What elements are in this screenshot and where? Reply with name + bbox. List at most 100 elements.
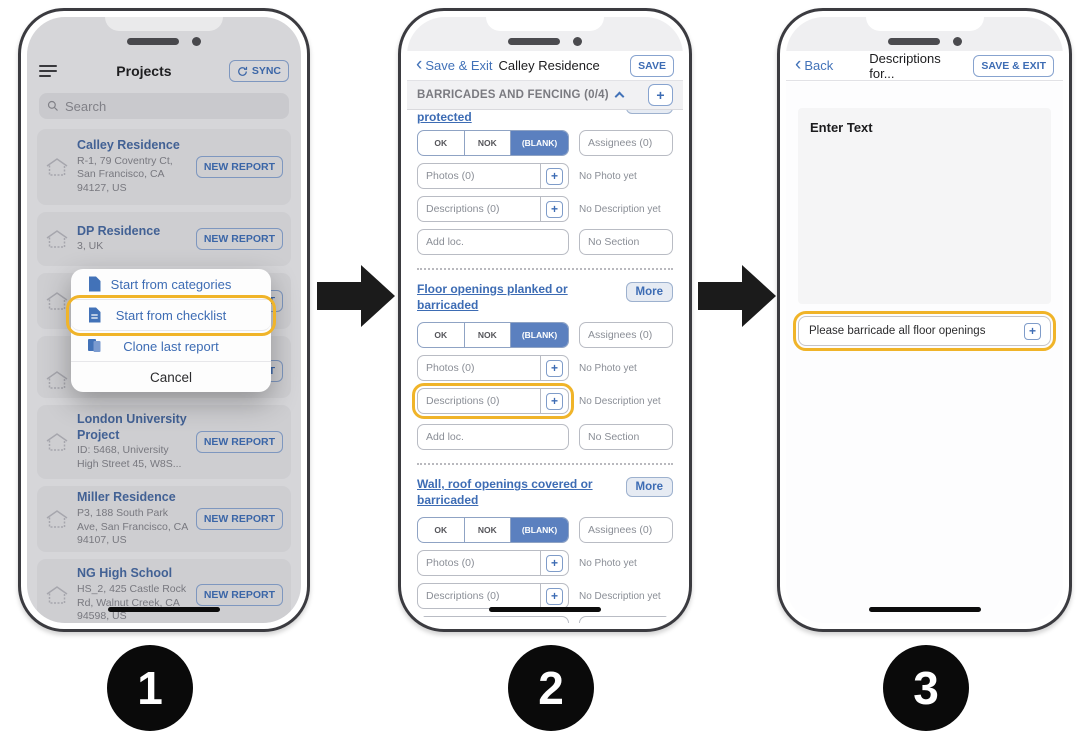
item-link[interactable]: Wall, roof openings covered or barricade… [417, 477, 593, 507]
new-report-button[interactable]: NEW REPORT [195, 156, 283, 178]
sync-button[interactable]: SYNC [228, 60, 289, 82]
section-field[interactable]: No Section [579, 616, 673, 623]
add-description-button[interactable]: + [1024, 322, 1041, 340]
save-and-exit-back-button[interactable]: ‹ Save & Exit [416, 53, 493, 75]
search-input[interactable]: Search [39, 93, 289, 119]
response-ok[interactable]: OK [418, 518, 465, 543]
phone-1-frame: Projects SYNC Search Calley Residence R-… [18, 8, 310, 632]
response-blank[interactable]: (BLANK) [511, 518, 568, 543]
project-card[interactable]: Miller Residence P3, 188 South Park Ave,… [37, 486, 291, 552]
new-report-button[interactable]: NEW REPORT [195, 228, 283, 250]
response-ok[interactable]: OK [418, 323, 465, 348]
photos-field[interactable]: Photos (0) + [417, 355, 569, 382]
descriptions-field[interactable]: Descriptions (0) + [417, 196, 569, 222]
add-photo-button[interactable]: + [546, 359, 563, 377]
add-description-button[interactable]: + [546, 200, 563, 218]
descriptions-field[interactable]: Descriptions (0) + [417, 583, 569, 610]
no-photo-note: No Photo yet [579, 170, 637, 182]
checklist-item-roadways-clipped: Roadways and sidewalks protected More [417, 110, 673, 126]
file-icon [89, 276, 101, 292]
home-indicator[interactable] [108, 607, 220, 612]
no-description-note: No Description yet [579, 203, 661, 215]
home-indicator[interactable] [868, 607, 981, 612]
project-address: R-1, 79 Coventry Ct, San Francisco, CA 9… [77, 154, 173, 195]
response-nok[interactable]: NOK [465, 131, 512, 155]
response-nok[interactable]: NOK [465, 323, 512, 348]
section-field[interactable]: No Section [579, 229, 673, 255]
new-report-button[interactable]: NEW REPORT [195, 584, 283, 606]
status-bar [407, 17, 683, 51]
response-blank[interactable]: (BLANK) [511, 323, 568, 348]
save-and-exit-button[interactable]: SAVE & EXIT [973, 54, 1054, 77]
project-name: Calley Residence [77, 138, 180, 153]
project-address: ID: 5468, University High Street 45, W8S… [77, 444, 182, 471]
assignees-field[interactable]: Assignees (0) [579, 322, 673, 349]
no-description-note: No Description yet [579, 590, 661, 602]
menu-icon[interactable] [39, 64, 59, 78]
add-photo-button[interactable]: + [546, 167, 563, 185]
divider [417, 463, 673, 466]
add-location-field[interactable]: Add loc. [417, 616, 569, 623]
chevron-left-icon: ‹ [795, 53, 802, 75]
photos-field[interactable]: Photos (0) + [417, 163, 569, 189]
no-photo-note: No Photo yet [579, 557, 637, 569]
plus-icon: + [550, 169, 558, 183]
sync-label: SYNC [251, 65, 281, 77]
file-text-icon [89, 307, 101, 323]
new-report-button[interactable]: NEW REPORT [195, 508, 283, 530]
notch [865, 17, 984, 31]
add-description-button[interactable]: + [546, 587, 563, 605]
building-icon [46, 371, 68, 389]
camera-icon [952, 37, 962, 46]
add-location-field[interactable]: Add loc. [417, 229, 569, 255]
home-indicator[interactable] [489, 607, 601, 612]
divider [417, 268, 673, 270]
photos-field[interactable]: Photos (0) + [417, 550, 569, 577]
add-item-button[interactable]: + [648, 84, 673, 106]
project-card[interactable]: London University Project ID: 5468, Univ… [37, 405, 291, 479]
project-address: 3, UK [77, 240, 104, 253]
project-card[interactable]: Calley Residence R-1, 79 Coventry Ct, Sa… [37, 129, 291, 205]
step-badge-2: 2 [508, 645, 594, 731]
description-editor: Enter Text Please barricade all floor op… [786, 82, 1063, 623]
item-link[interactable]: Roadways and sidewalks protected [417, 110, 472, 124]
plus-icon: + [550, 556, 558, 571]
clone-icon [88, 339, 101, 352]
step-badge-1: 1 [107, 645, 193, 731]
response-blank[interactable]: (BLANK) [511, 131, 568, 155]
new-report-button[interactable]: NEW REPORT [195, 431, 283, 453]
assignees-field[interactable]: Assignees (0) [579, 130, 673, 156]
more-button[interactable]: More [625, 282, 673, 302]
add-location-field[interactable]: Add loc. [417, 424, 569, 451]
building-icon [46, 292, 68, 310]
response-nok[interactable]: NOK [465, 518, 512, 543]
back-button[interactable]: ‹ Back [795, 53, 834, 75]
save-button[interactable]: SAVE [630, 54, 674, 77]
more-button[interactable]: More [625, 477, 673, 498]
enter-text-panel[interactable]: Enter Text [798, 108, 1051, 304]
response-ok[interactable]: OK [418, 131, 465, 155]
menu-item-clone-last-report[interactable]: Clone last report [71, 331, 271, 362]
section-header-barricades[interactable]: BARRICADES AND FENCING (0/4) + [407, 81, 683, 110]
project-card[interactable]: NG High School HS_2, 425 Castle Rock Rd,… [37, 559, 291, 623]
section-title: BARRICADES AND FENCING (0/4) [417, 89, 609, 101]
description-input-highlighted[interactable]: Please barricade all floor openings + [793, 311, 1056, 351]
phone-3-frame: ‹ Back Descriptions for... SAVE & EXIT E… [777, 8, 1072, 632]
add-description-button[interactable]: + [546, 392, 563, 410]
start-report-action-sheet: Start from categories Start from checkli… [66, 269, 276, 392]
descriptions-field-highlighted[interactable]: Descriptions (0) + [412, 383, 574, 420]
item-link[interactable]: Floor openings planked or barricaded [417, 282, 568, 312]
response-segmented-control: OK NOK (BLANK) [417, 322, 569, 349]
assignees-field[interactable]: Assignees (0) [579, 517, 673, 544]
more-button[interactable]: More [625, 110, 673, 114]
arrow-right-icon [698, 265, 776, 327]
page-title: Descriptions for... [869, 50, 941, 81]
add-photo-button[interactable]: + [546, 554, 563, 572]
camera-icon [192, 37, 201, 46]
menu-item-start-from-checklist[interactable]: Start from checklist [66, 295, 276, 336]
cancel-button[interactable]: Cancel [149, 369, 193, 385]
project-card[interactable]: DP Residence 3, UK NEW REPORT [37, 212, 291, 266]
menu-item-start-from-categories[interactable]: Start from categories [71, 269, 271, 300]
section-field[interactable]: No Section [579, 424, 673, 451]
